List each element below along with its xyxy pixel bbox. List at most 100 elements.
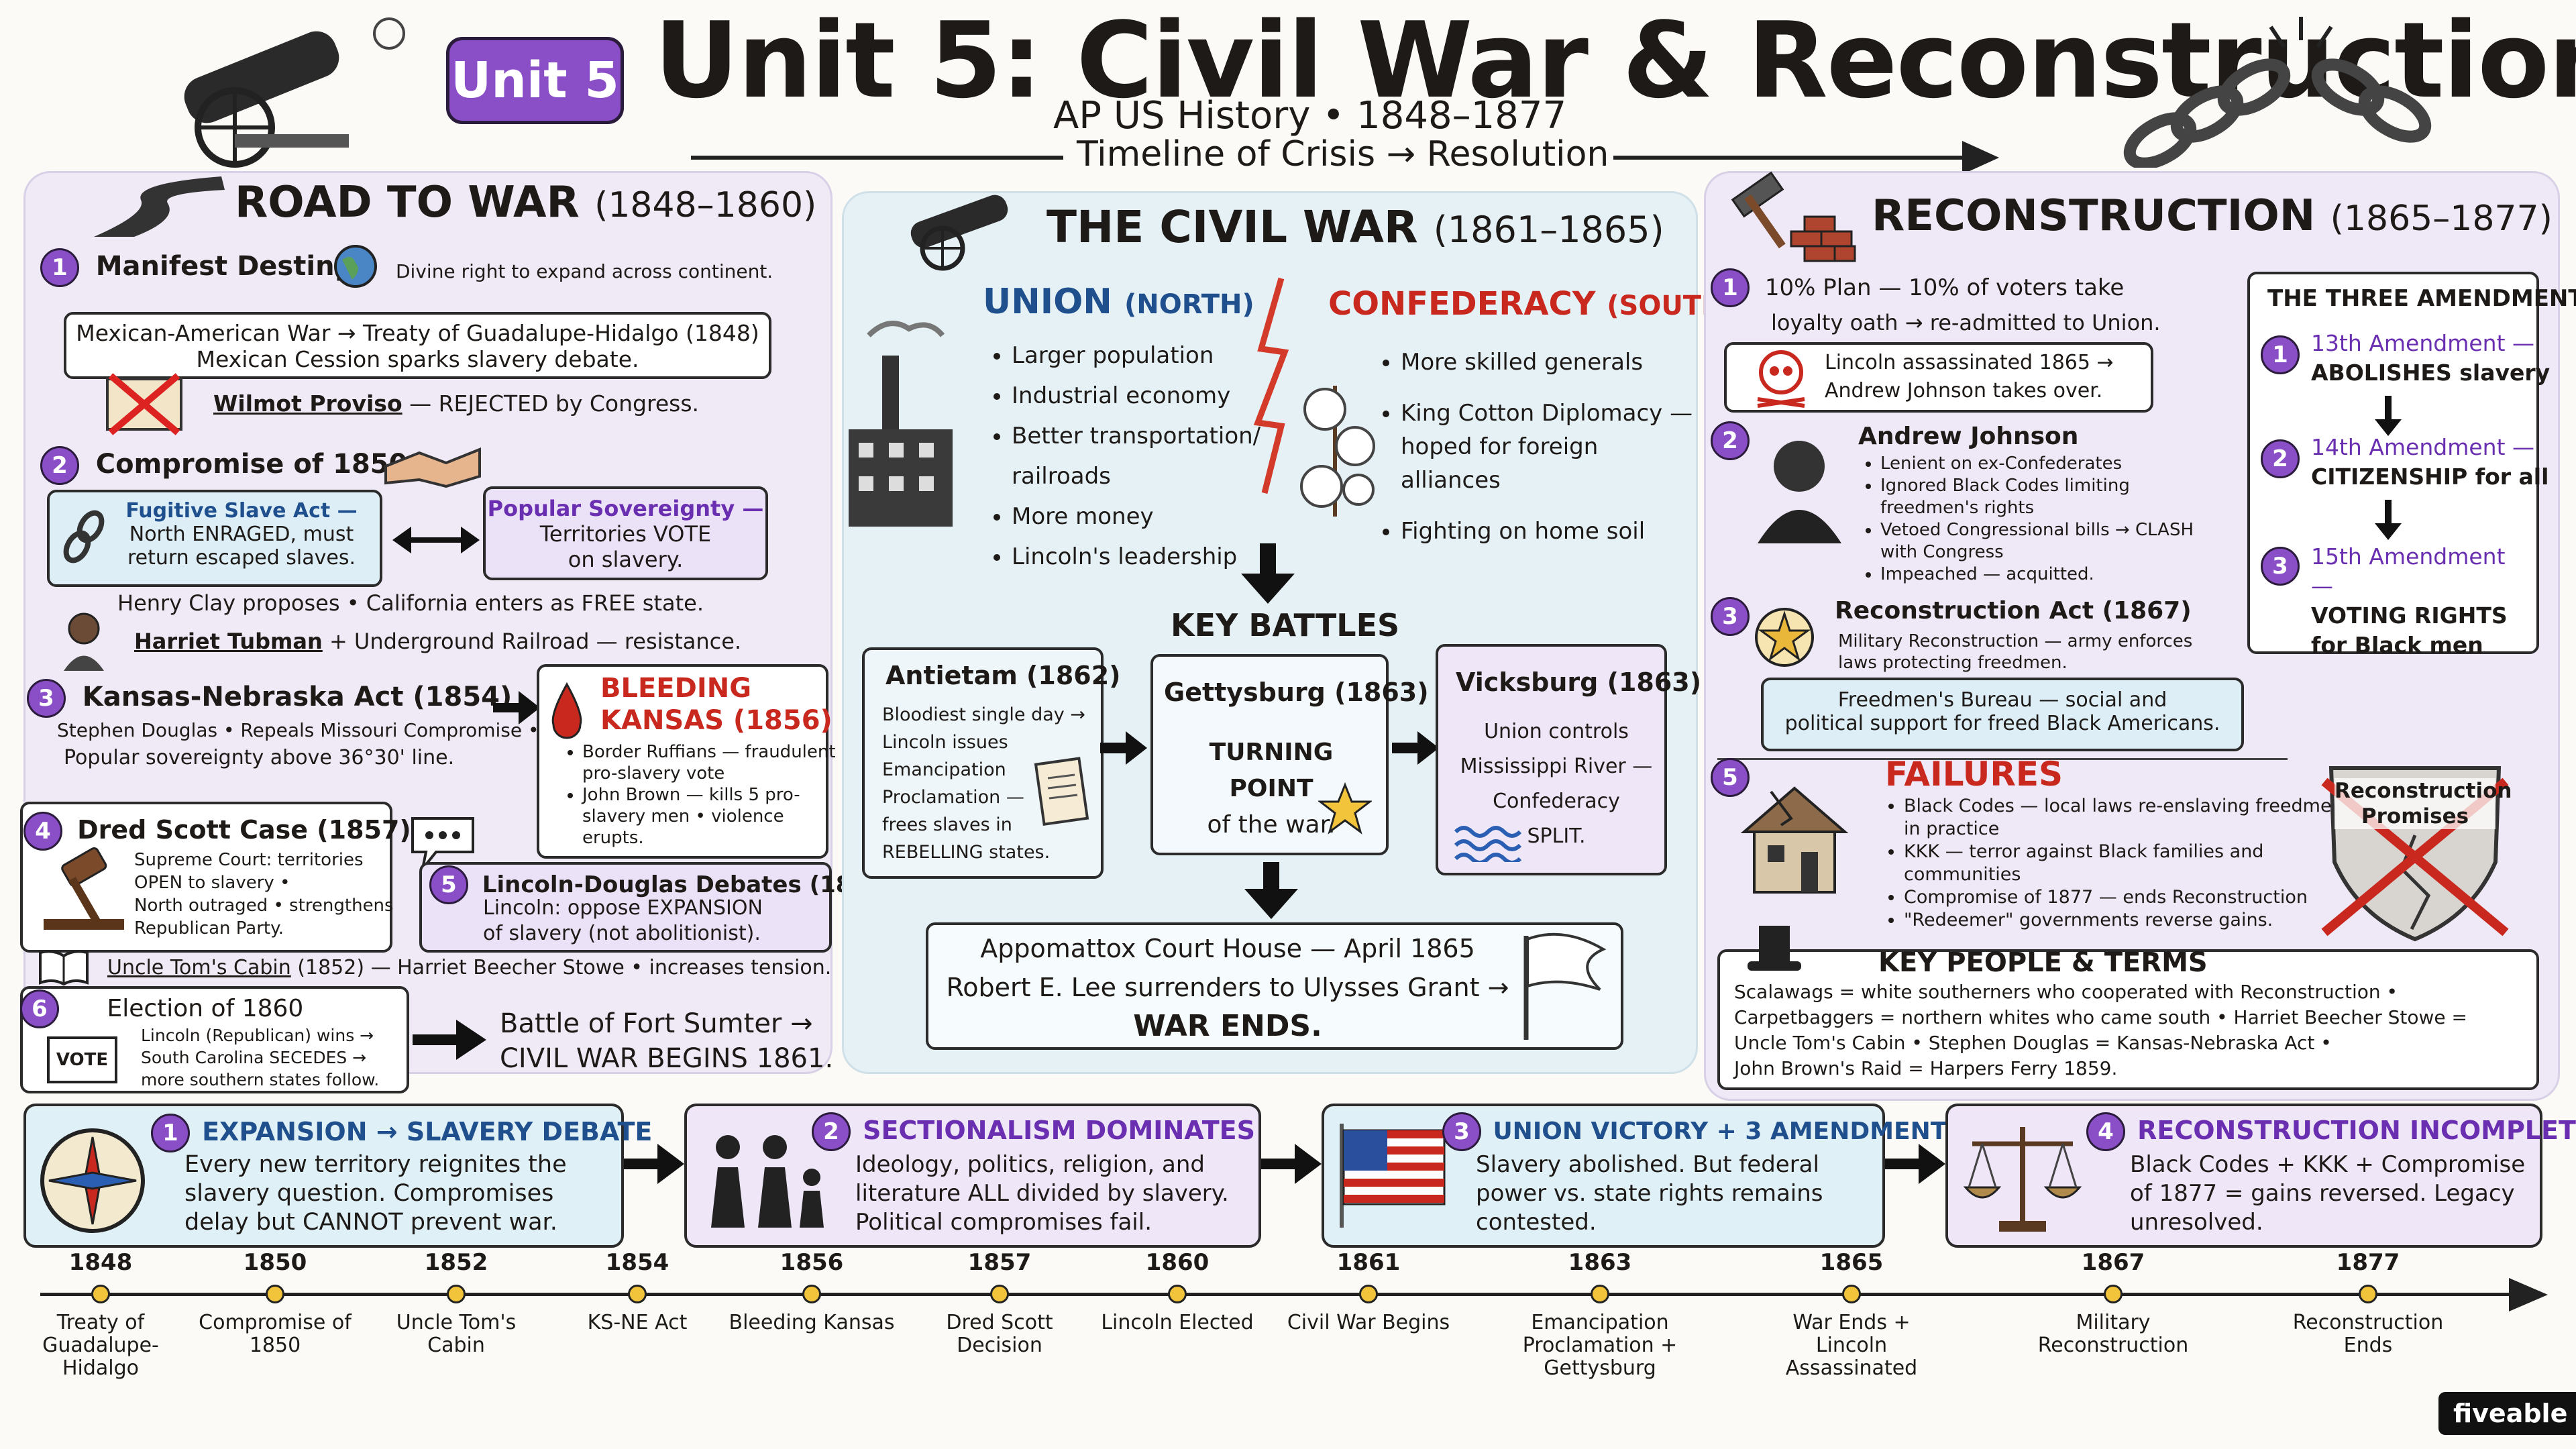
arrow-right-icon [493,691,540,724]
top-hat-icon [1748,926,1801,971]
skull-icon [1757,350,1805,408]
chain-icon [63,510,105,564]
factory-icon [849,321,953,527]
step-number: 3 [1711,597,1750,636]
step-number: 6 [20,989,59,1028]
vicksburg-title: Vicksburg (1863) [1456,667,1702,697]
theme-4-body: Black Codes + KKK + Compromise of 1877 =… [2130,1151,2526,1236]
step-number: 2 [2261,439,2300,478]
fiveable-logo: fiveable [2438,1392,2576,1435]
timeline-label: Treaty of Guadalupe-Hidalgo [42,1311,159,1380]
arrow-right-icon [1261,1144,1322,1184]
document-icon [1034,757,1089,826]
timeline-axis [40,1293,2522,1296]
step-number: 1 [151,1114,190,1152]
lincoln-douglas-row: 5 Lincoln-Douglas Debates (1858) [429,865,894,904]
reconstruction-act-title: Reconstruction Act (1867) [1835,597,2192,625]
timeline-marker [1591,1285,1609,1303]
failures-title: FAILURES [1885,755,2063,794]
header-arrow-line [691,156,1063,160]
blood-drop-icon [551,682,582,739]
dred-scott-row: 4 Dred Scott Case (1857) [23,812,411,851]
theme-1-title: 1 EXPANSION → SLAVERY DEBATE [151,1114,652,1152]
timeline-label: Compromise of 1850 [199,1311,352,1357]
military-star-icon [1755,608,1814,667]
reconstruction-title: RECONSTRUCTION (1865–1877) [1872,191,2553,241]
timeline-year: 1856 [780,1249,844,1276]
double-arrow-icon [392,527,480,553]
timeline-label: Lincoln Elected [1101,1311,1254,1334]
failures-list: Black Codes — local laws re-enslaving fr… [1878,795,2347,932]
step-number: 1 [2261,335,2300,374]
road-icon [94,176,225,237]
step-number: 1 [1711,268,1750,307]
arrow-right-icon [1962,141,1999,174]
kansas-nebraska-line2: Popular sovereignty above 36°30' line. [64,746,455,769]
timeline-marker [1842,1285,1861,1303]
fugitive-slave-act-box: Fugitive Slave Act — North ENRAGED, must… [47,490,382,587]
manifest-destiny-note: Divine right to expand across continent. [396,260,773,282]
hammer-bricks-icon [1731,171,1856,262]
list-item: John Brown — kills 5 pro-slavery men • v… [582,784,844,849]
shield-label: Reconstruction Promises [2334,778,2512,829]
list-item: Larger population [1012,335,1280,376]
scales-of-justice-icon [1963,1127,2082,1232]
popular-sovereignty-box: Popular Sovereignty — Territories VOTE o… [483,486,768,580]
road-to-war-title: ROAD TO WAR (1848–1860) [235,178,817,227]
cotton-icon [1300,386,1375,517]
timeline-year: 1852 [424,1249,488,1276]
list-item: Better transportation/ railroads [1012,416,1280,496]
confederacy-title: CONFEDERACY (SOUTH) [1328,285,1736,323]
appomattox-box [926,922,1623,1050]
scroll-rejected-icon [106,373,182,435]
andrew-johnson-list: Lenient on ex-Confederates Ignored Black… [1855,453,2202,586]
list-item: King Cotton Diplomacy — hoped for foreig… [1401,396,1703,497]
list-item: More skilled generals [1401,345,1703,379]
globe-icon [334,245,377,288]
timeline-year: 1857 [967,1249,1032,1276]
timeline-label: KS-NE Act [587,1311,688,1334]
timeline-marker [1359,1285,1378,1303]
kansas-nebraska-row: 3 Kansas-Nebraska Act (1854) [27,679,512,718]
key-people-title: KEY PEOPLE & TERMS [1878,947,2208,978]
mexican-war-box: Mexican-American War → Treaty of Guadalu… [64,312,771,379]
list-item: Lincoln's leadership [1012,537,1280,577]
wilmot-proviso: Wilmot Proviso — REJECTED by Congress. [213,390,699,417]
timeline-year: 1848 [68,1249,133,1276]
union-list: Larger population Industrial economy Bet… [986,335,1280,577]
timeline-year: 1867 [2081,1249,2145,1276]
three-amendments-title: THE THREE AMENDMENTS [2267,285,2576,312]
list-item: Border Ruffians — fraudulent pro-slavery… [582,741,844,784]
list-item: KKK — terror against Black families and … [1904,841,2347,886]
timeline-year: 1850 [243,1249,307,1276]
key-people-box [1717,949,2539,1090]
lincoln-douglas-box [419,862,832,953]
page-subtitle: AP US History • 1848–1877 [1053,94,1567,138]
list-item: Impeached — acquitted. [1880,564,2202,586]
timeline-label: War Ends + Lincoln Assassinated [1785,1311,1918,1380]
gettysburg-title: Gettysburg (1863) [1164,678,1429,707]
divider-line [1717,758,2288,760]
manifest-destiny-row: 1 Manifest Destiny [40,248,352,287]
timeline-caption: Timeline of Crisis → Resolution [1077,134,1609,174]
ten-percent-plan: 1 10% Plan — 10% of voters take loyalty … [1711,268,2161,338]
theme-2-title: 2 SECTIONALISM DOMINATES [812,1112,1255,1151]
timeline-marker [2104,1285,2123,1303]
key-people-body: Scalawags = white southerners who cooper… [1734,981,2467,1079]
speech-bubble-icon [411,817,474,870]
timeline-label: Emancipation Proclamation + Gettysburg [1522,1311,1678,1380]
theme-1-body: Every new territory reignites the slaver… [184,1151,567,1236]
amendment-13: 13th Amendment —ABOLISHES slavery [2311,330,2551,386]
vicksburg-box [1436,644,1667,875]
arrow-down-icon [1244,862,1298,919]
civil-war-title: THE CIVIL WAR (1861–1865) [1046,201,1664,253]
confederacy-list: More skilled generals King Cotton Diplom… [1375,345,1703,548]
ballot-box-icon: VOTE [47,1036,117,1083]
key-battles-title: KEY BATTLES [1171,607,1400,643]
timeline-label: Military Reconstruction [2037,1311,2189,1357]
harriet-tubman-note: Harriet Tubman + Underground Railroad — … [134,629,742,654]
